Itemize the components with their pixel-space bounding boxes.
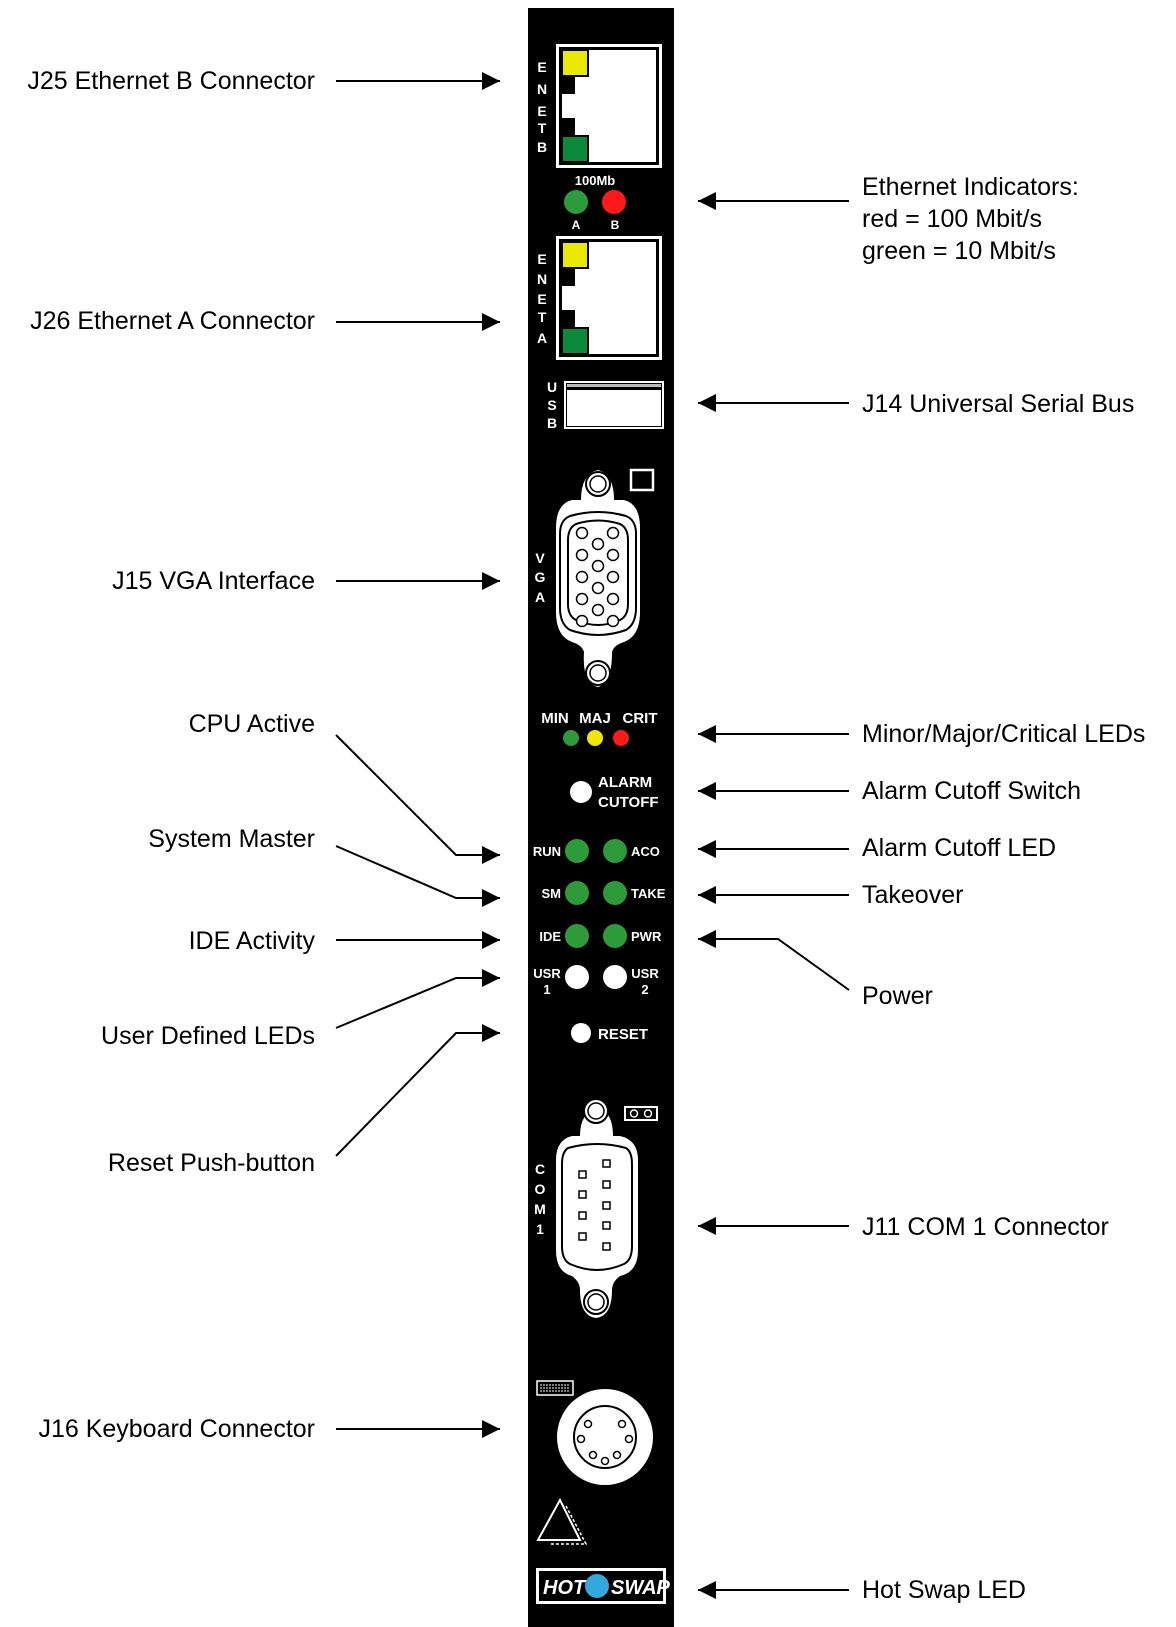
alarm-leds-callout: Minor/Major/Critical LEDs	[862, 720, 1145, 748]
cpu-active-arrow	[335, 734, 500, 864]
ethernet-a-indicator-led	[564, 190, 588, 214]
reset-callout: Reset Push-button	[108, 1149, 315, 1177]
j15-callout: J15 VGA Interface	[112, 567, 315, 595]
reset-arrow	[335, 1024, 500, 1157]
enet-b-connector	[556, 44, 662, 168]
sm-led	[565, 881, 589, 905]
swap-label: SWAP	[611, 1577, 671, 1599]
user-leds-arrow	[335, 969, 500, 1029]
reset-label: RESET	[598, 1026, 648, 1043]
cpu-active-callout: CPU Active	[189, 710, 315, 738]
min-label: MIN	[541, 710, 569, 727]
ide-led	[565, 924, 589, 948]
usr1-led	[565, 965, 589, 989]
alarm-cutoff-led-callout: Alarm Cutoff LED	[862, 834, 1056, 862]
eth-indicators-callout: Ethernet Indicators: red = 100 Mbit/s gr…	[862, 173, 1086, 265]
keyboard-icon	[536, 1380, 574, 1396]
serial-port-icon	[624, 1106, 658, 1121]
enet-a-green-led	[561, 327, 589, 355]
run-label: RUN	[533, 844, 561, 859]
hot-swap-badge: HOT SWAP	[536, 1568, 671, 1604]
alarm-cutoff-switch[interactable]	[570, 781, 592, 803]
alarm-cutoff-switch-callout: Alarm Cutoff Switch	[862, 777, 1081, 805]
crit-label: CRIT	[623, 710, 658, 727]
run-led	[565, 839, 589, 863]
take-label: TAKE	[631, 886, 666, 901]
sm-label: SM	[542, 886, 562, 901]
keyboard-connector	[557, 1389, 653, 1485]
take-led	[603, 881, 627, 905]
critical-led	[613, 730, 629, 746]
reset-button[interactable]	[571, 1023, 591, 1043]
ide-activity-callout: IDE Activity	[189, 927, 316, 955]
enet-a-connector	[556, 236, 662, 360]
hot-swap-led-callout: Hot Swap LED	[862, 1576, 1026, 1604]
power-arrow	[698, 930, 850, 991]
enet-a-yellow-led	[561, 241, 589, 269]
ide-label: IDE	[539, 929, 561, 944]
system-master-callout: System Master	[148, 825, 315, 853]
vga-connector	[556, 468, 655, 687]
system-master-arrow	[335, 845, 500, 907]
j26-callout: J26 Ethernet A Connector	[30, 307, 315, 335]
aco-led	[603, 839, 627, 863]
pwr-led	[603, 924, 627, 948]
j11-callout: J11 COM 1 Connector	[862, 1213, 1109, 1241]
usr2-label: USR	[631, 966, 659, 981]
j14-callout: J14 Universal Serial Bus	[862, 390, 1134, 418]
power-callout: Power	[862, 982, 933, 1010]
user-leds-callout: User Defined LEDs	[101, 1022, 315, 1050]
takeover-callout: Takeover	[862, 881, 963, 909]
enet-b-yellow-led	[561, 49, 589, 77]
speed-label: 100Mb	[575, 173, 616, 188]
com1-connector	[556, 1098, 658, 1318]
pwr-label: PWR	[631, 929, 662, 944]
enet-b-green-led	[561, 135, 589, 163]
usr1-label: USR	[533, 966, 561, 981]
usr2-led	[603, 965, 627, 989]
maj-label: MAJ	[579, 710, 611, 727]
hot-label: HOT	[543, 1577, 587, 1599]
usr1-number: 1	[543, 982, 550, 997]
warning-triangle-icon	[536, 1497, 588, 1545]
aco-label: ACO	[631, 844, 660, 859]
led-a-label: A	[572, 218, 581, 232]
hot-swap-led	[585, 1574, 609, 1598]
alarm-label: ALARM	[598, 774, 652, 791]
j16-callout: J16 Keyboard Connector	[38, 1415, 315, 1443]
major-led	[587, 730, 603, 746]
usb-connector	[564, 381, 664, 429]
led-b-label: B	[611, 218, 620, 232]
usr2-number: 2	[641, 982, 648, 997]
monitor-icon	[629, 468, 655, 492]
minor-led	[563, 730, 579, 746]
cutoff-label: CUTOFF	[598, 794, 659, 811]
j25-callout: J25 Ethernet B Connector	[27, 67, 315, 95]
ethernet-b-indicator-led	[602, 190, 626, 214]
